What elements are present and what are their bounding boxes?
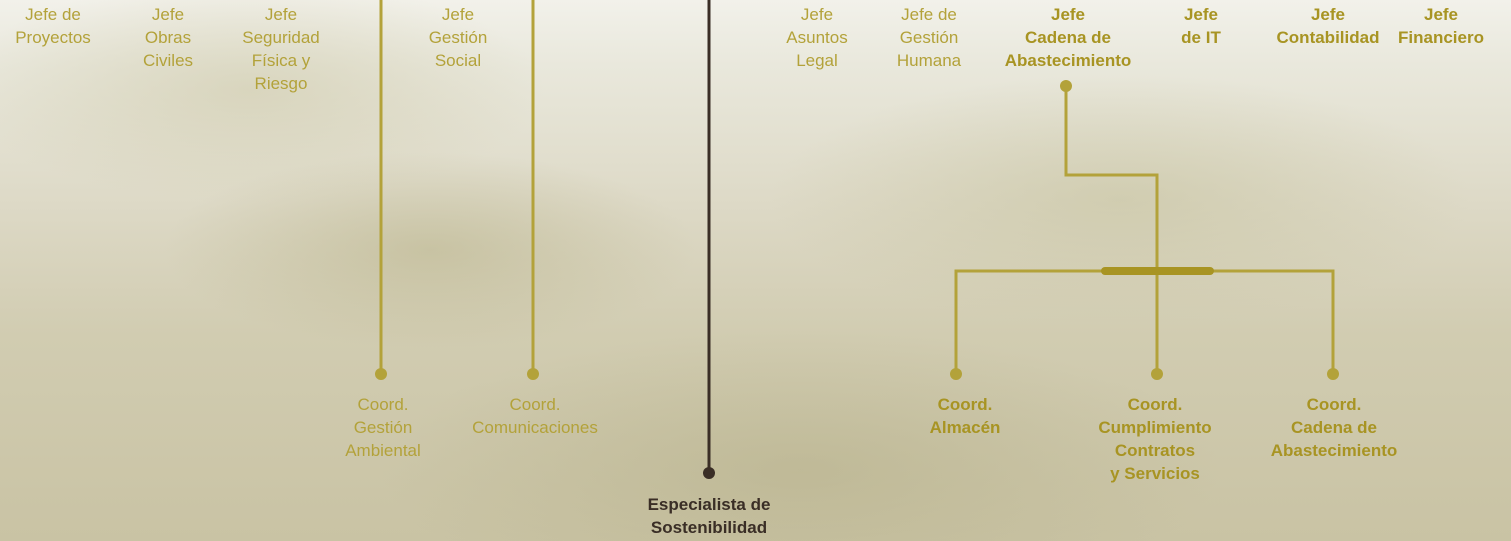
box-jefe-contabilidad: Jefe Contabilidad (1276, 5, 1380, 47)
box-coord-cadena-abastecimiento: Coord. Cadena de Abastecimiento (1270, 395, 1398, 460)
box-especialista-sostenibilidad: Especialista de Sostenibilidad (647, 495, 771, 537)
box-jefe-financiero: Jefe Financiero (1398, 5, 1484, 47)
box-jefe-gestion-social: Jefe Gestión Social (428, 5, 488, 70)
box-jefe-gestion-humana: Jefe de Gestión Humana (896, 5, 962, 70)
connector-cadena-down (1064, 86, 1159, 374)
node-almacen (950, 368, 962, 380)
node-cadena-coord (1327, 368, 1339, 380)
connector-branch (954, 269, 1335, 374)
box-jefe-asuntos-legal: Jefe Asuntos Legal (786, 5, 848, 70)
node-sostenibilidad (703, 467, 715, 479)
box-coord-comunicaciones: Coord. Comunicaciones (472, 395, 598, 437)
box-jefe-cadena-abastecimiento: Jefe Cadena de Abastecimiento (1004, 5, 1132, 70)
box-coord-almacen: Coord. Almacén (929, 395, 1001, 437)
node-cumplimiento (1151, 368, 1163, 380)
node-comunicaciones (527, 368, 539, 380)
box-jefe-seguridad: Jefe Seguridad Física y Riesgo (242, 5, 320, 93)
box-jefe-it: Jefe de IT (1181, 5, 1221, 47)
box-jefe-proyectos: Jefe de Proyectos (15, 5, 91, 47)
node-gestion-ambiental (375, 368, 387, 380)
box-jefe-obras-civiles: Jefe Obras Civiles (142, 5, 194, 70)
box-coord-cumplimiento: Coord. Cumplimiento Contratos y Servicio… (1098, 395, 1212, 483)
box-coord-gestion-ambiental: Coord. Gestión Ambiental (345, 395, 421, 460)
